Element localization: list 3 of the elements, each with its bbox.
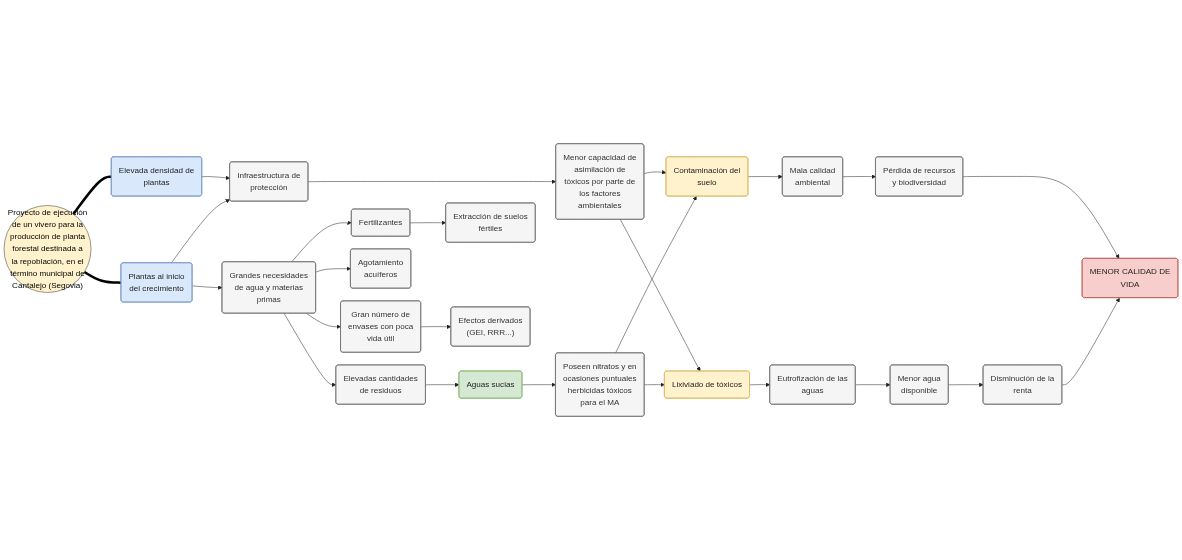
node-circle: Proyecto de ejecución de un vivero para la producción de planta forestal destinada a la repoblación, en el término municipal de Cantalejo (Segovia): [3, 205, 92, 293]
connector: [72, 175, 112, 215]
connector: [83, 270, 122, 284]
